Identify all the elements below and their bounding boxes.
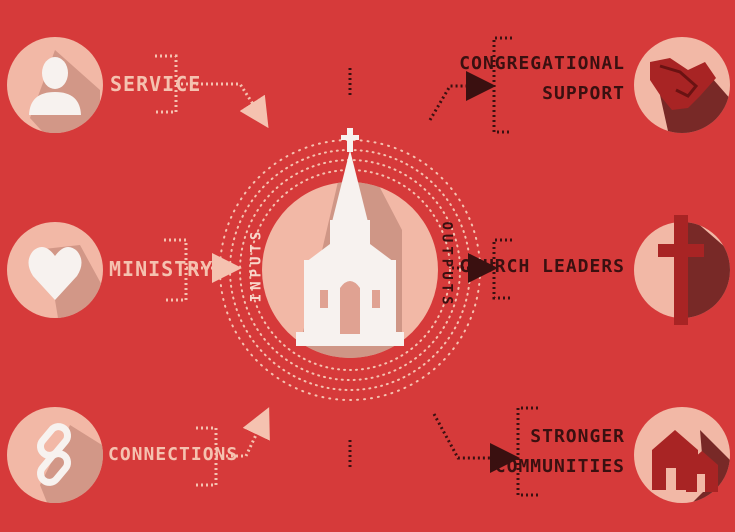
output-label-line: SUPPORT xyxy=(542,83,625,104)
church-icon xyxy=(262,128,438,358)
output-label-line: COMMUNITIES xyxy=(494,456,625,477)
handshake-icon xyxy=(634,37,730,133)
output-label-line: CHURCH LEADERS xyxy=(459,256,625,277)
output-label-line: CONGREGATIONAL xyxy=(459,53,625,74)
input-label-connections: CONNECTIONS xyxy=(108,444,239,465)
input-connectors xyxy=(155,54,270,487)
person-icon xyxy=(7,37,103,133)
input-label-ministry: MINISTRY xyxy=(109,257,214,281)
output-label-stronger-communities: STRONGER COMMUNITIES xyxy=(495,428,625,476)
heart-icon xyxy=(7,222,103,318)
output-label-line: STRONGER xyxy=(530,426,625,447)
outputs-ring-label: OUTPUTS xyxy=(438,221,455,309)
input-label-service: SERVICE xyxy=(110,72,202,96)
houses-icon xyxy=(634,407,730,503)
output-label-church-leaders: CHURCH LEADERS xyxy=(459,258,625,276)
output-connectors xyxy=(428,36,538,497)
output-label-congregational-support: CONGREGATIONAL SUPPORT xyxy=(459,55,625,103)
inputs-ring-label: INPUTS xyxy=(248,227,265,303)
cross-icon xyxy=(634,215,730,325)
chain-link-icon xyxy=(7,407,103,503)
